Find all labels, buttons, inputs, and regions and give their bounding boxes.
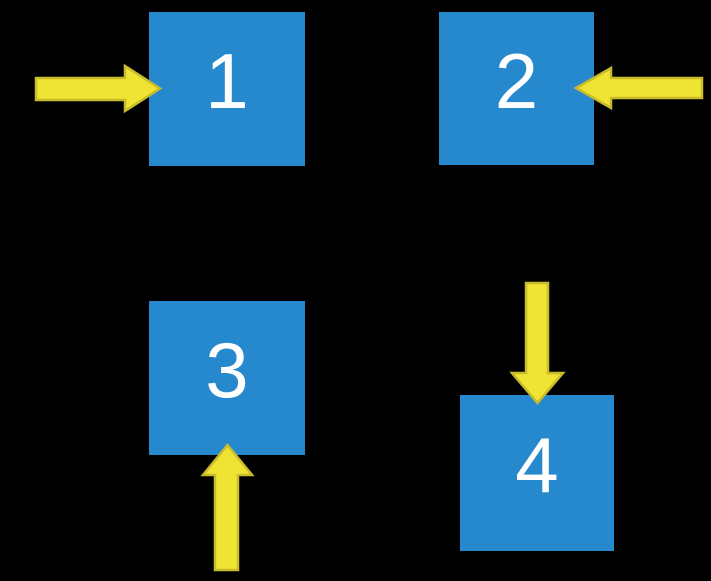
box-2: 2 [439,12,594,165]
arrow-left-icon [573,65,704,111]
arrow-down-icon [509,281,566,405]
box-4: 4 [460,395,614,551]
arrow-right-icon [34,63,163,114]
box-number: 2 [494,36,539,125]
box-number: 4 [515,421,559,509]
box-number: 3 [205,326,249,414]
arrow-up-icon [200,443,255,572]
box-1: 1 [149,12,305,166]
box-number: 1 [205,37,249,125]
box-3: 3 [149,301,305,455]
